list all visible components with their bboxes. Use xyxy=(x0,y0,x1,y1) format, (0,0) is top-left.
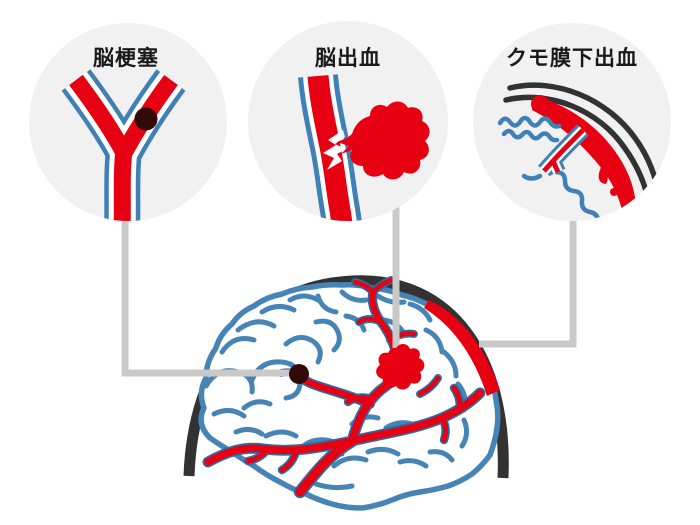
brain-gyri-shape xyxy=(427,449,455,463)
brain-gyri-shape xyxy=(241,399,273,411)
hemorrhage-blob-marker xyxy=(376,343,425,390)
label-subarachnoid-hemorrhage: クモ膜下出血 xyxy=(506,46,638,70)
y-vessel xyxy=(61,69,186,221)
inset-cerebral-infarction: 脳梗塞 xyxy=(29,23,227,221)
brain-gyri-shape xyxy=(375,293,407,305)
brain-surface-waves xyxy=(497,115,601,221)
connector-lines xyxy=(121,200,577,377)
label-cerebral-infarction: 脳梗塞 xyxy=(93,46,159,70)
brain-gyri-shape xyxy=(331,455,369,469)
brain-gyri-shape xyxy=(211,408,247,419)
brain-gyri-shape xyxy=(287,293,321,303)
brain-gyri-shape xyxy=(315,293,339,315)
blood-drip xyxy=(598,164,608,184)
blood-splat-icon xyxy=(337,101,430,180)
brain-gyri-shape xyxy=(219,336,257,355)
bridging-vessel xyxy=(538,124,589,177)
brain-gyri-shape xyxy=(233,426,265,437)
burst-gap xyxy=(323,130,346,170)
subarachnoid-band xyxy=(424,300,500,396)
brain-illustration xyxy=(183,275,509,511)
brain-surface-waves-shape xyxy=(521,173,543,181)
brain-gyri-shape xyxy=(313,481,355,491)
bridging-vessel-shape xyxy=(550,159,561,174)
brain-gyri-shape xyxy=(263,429,299,439)
inset-infarction-art xyxy=(61,69,186,221)
inset-hemorrhage-art xyxy=(298,74,430,221)
artery-tree-shape xyxy=(417,375,441,397)
label-cerebral-hemorrhage: 脳出血 xyxy=(315,46,381,70)
brain-gyri-shape xyxy=(259,304,297,315)
brain-gyri-shape xyxy=(313,318,342,353)
artery-tree-shape xyxy=(387,331,417,343)
brain-gyri-shape xyxy=(423,327,445,355)
ruptured-vessel-shape xyxy=(307,75,354,221)
connector-infarction xyxy=(121,200,295,377)
artery-tree-shape xyxy=(356,316,384,325)
brain-surface-waves-shape xyxy=(497,115,562,129)
clot-icon xyxy=(134,107,158,131)
brain-surface-waves-shape xyxy=(501,128,560,143)
artery-tree-shape xyxy=(451,385,463,411)
artery-tree-shape xyxy=(279,449,299,473)
blood-droplet xyxy=(610,188,618,196)
ruptured-vessel xyxy=(298,74,363,221)
artery-tree-shape xyxy=(439,415,449,443)
brain-gyri-shape xyxy=(339,289,369,303)
inset-cerebral-hemorrhage: 脳出血 xyxy=(248,21,448,221)
brain-surface-waves-shape xyxy=(553,169,601,221)
brain-gyri-shape xyxy=(441,349,459,379)
artery-tree-shape xyxy=(370,277,394,295)
inset-subarachnoid-hemorrhage: クモ膜下出血 xyxy=(473,23,671,221)
connector-subarachnoid xyxy=(479,200,577,348)
brain-gyri-shape xyxy=(283,335,323,365)
artery-tree-shape xyxy=(204,437,356,466)
artery-tree-shape xyxy=(245,446,271,464)
brain-gyri-shape xyxy=(407,301,433,323)
blood-pool xyxy=(531,95,549,113)
clot-dot-marker xyxy=(289,364,309,384)
brain-gyri-shape xyxy=(235,319,277,333)
brain-gyri-shape xyxy=(397,458,429,469)
bridging-vessel-shape xyxy=(551,128,585,163)
brain-gyri-shape xyxy=(365,446,401,457)
y-vessel-shape xyxy=(113,149,133,221)
brain-gyri-shape xyxy=(459,417,470,449)
